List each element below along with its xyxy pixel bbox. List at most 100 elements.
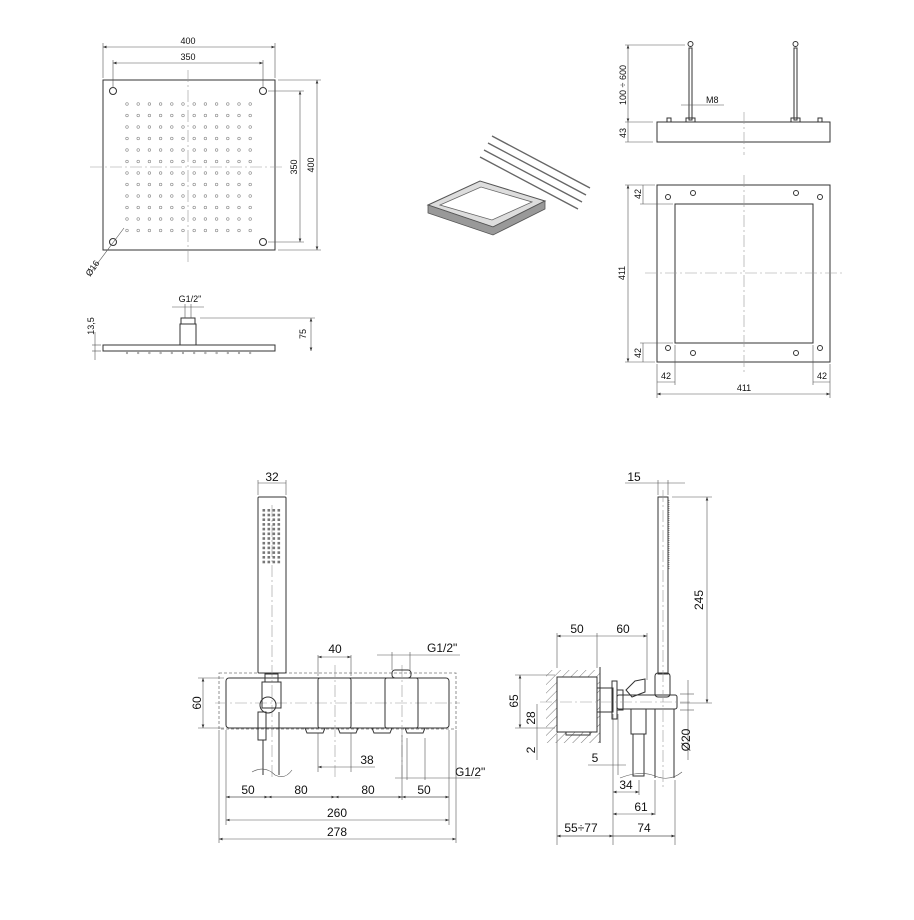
nozzle bbox=[203, 228, 207, 233]
nozzle bbox=[226, 182, 230, 187]
nozzle bbox=[159, 194, 163, 198]
nozzle bbox=[203, 113, 207, 118]
handshower-nozzle bbox=[262, 509, 266, 512]
nozzle bbox=[215, 351, 218, 355]
nozzle bbox=[192, 194, 196, 198]
nozzle bbox=[237, 102, 241, 106]
nozzle bbox=[237, 182, 241, 187]
nozzle bbox=[226, 205, 230, 210]
nozzle bbox=[147, 228, 151, 233]
dim-total-height-75: 75 bbox=[298, 329, 308, 339]
nozzle bbox=[181, 159, 185, 164]
nozzle bbox=[181, 205, 185, 210]
ceiling-frame-side-view: 100 ÷ 600 M8 43 bbox=[618, 41, 831, 155]
handshower-nozzle bbox=[277, 518, 281, 521]
dim-spacing-1: 50 bbox=[241, 783, 255, 797]
nozzle bbox=[170, 351, 173, 355]
nozzle bbox=[136, 205, 140, 210]
nozzle bbox=[226, 194, 230, 198]
nozzle bbox=[159, 125, 163, 129]
nozzle bbox=[248, 148, 252, 152]
dim-61: 61 bbox=[634, 800, 648, 814]
handshower-nozzle bbox=[262, 532, 266, 536]
mixer-front-view: 32 40 G1/2" 60 38 G1/2" 50 80 bbox=[190, 470, 485, 843]
handshower-nozzle bbox=[272, 513, 276, 517]
dim-74: 74 bbox=[637, 821, 651, 835]
handshower-nozzle bbox=[262, 513, 266, 517]
outlets bbox=[304, 727, 426, 734]
handshower-nozzle bbox=[272, 518, 276, 521]
dim-frame-height: 43 bbox=[618, 128, 628, 138]
handshower-nozzle bbox=[267, 532, 271, 536]
nozzle bbox=[147, 159, 151, 164]
nozzle bbox=[125, 217, 129, 221]
handshower-nozzle bbox=[267, 518, 271, 521]
dim-connection-g12: G1/2" bbox=[179, 294, 202, 304]
nozzle bbox=[237, 205, 241, 210]
handshower-nozzle bbox=[272, 551, 276, 554]
nozzle bbox=[237, 194, 241, 198]
nozzle bbox=[125, 228, 129, 233]
nozzle bbox=[237, 171, 241, 175]
nozzle bbox=[203, 102, 207, 106]
nozzle bbox=[136, 125, 140, 129]
dim-height-400: 400 bbox=[306, 157, 316, 172]
nozzle bbox=[125, 102, 129, 106]
nozzle bbox=[159, 228, 163, 233]
dim-top-connection: G1/2" bbox=[427, 641, 457, 655]
nozzle bbox=[125, 205, 129, 210]
dim-projection: 60 bbox=[616, 622, 630, 636]
nozzle bbox=[159, 159, 163, 164]
nozzle bbox=[237, 136, 241, 141]
nozzle bbox=[170, 159, 174, 164]
handshower-nozzles bbox=[262, 509, 281, 564]
nozzle bbox=[148, 351, 151, 355]
dim-spacing-2: 80 bbox=[294, 783, 308, 797]
nozzle bbox=[125, 125, 129, 129]
nozzle-grid bbox=[125, 102, 252, 355]
nozzle bbox=[147, 205, 151, 210]
nozzle bbox=[215, 159, 219, 164]
nozzle bbox=[125, 182, 129, 187]
nozzle bbox=[192, 228, 196, 233]
nozzle bbox=[192, 159, 196, 164]
nozzle bbox=[181, 351, 185, 355]
nozzle bbox=[170, 217, 174, 221]
nozzle bbox=[226, 217, 230, 221]
nozzle bbox=[181, 113, 185, 118]
nozzle bbox=[147, 217, 151, 221]
handshower-nozzle bbox=[267, 513, 271, 517]
handshower-nozzle bbox=[262, 560, 266, 564]
nozzle bbox=[170, 148, 174, 152]
threaded-rods bbox=[666, 41, 823, 123]
nozzle bbox=[181, 182, 185, 187]
nozzle bbox=[248, 102, 252, 106]
nozzle bbox=[136, 228, 140, 233]
nozzle bbox=[181, 102, 185, 106]
handshower-nozzle bbox=[267, 523, 271, 526]
nozzle bbox=[226, 159, 230, 164]
nozzle bbox=[203, 148, 207, 152]
dim-border-left: 42 bbox=[661, 371, 671, 381]
nozzle bbox=[192, 148, 196, 152]
nozzle bbox=[193, 351, 196, 355]
handshower-nozzle bbox=[272, 556, 276, 559]
nozzle bbox=[237, 125, 241, 129]
handshower-nozzle bbox=[277, 551, 281, 554]
nozzle bbox=[237, 148, 241, 152]
nozzle bbox=[248, 205, 252, 210]
dim-34: 34 bbox=[619, 778, 633, 792]
handshower-nozzle bbox=[267, 509, 271, 512]
handshower-nozzle bbox=[272, 560, 276, 564]
nozzle bbox=[215, 194, 219, 198]
dim-width-278: 278 bbox=[327, 825, 347, 839]
nozzle bbox=[215, 217, 219, 221]
dim-handshower-depth: 15 bbox=[627, 470, 641, 484]
nozzle bbox=[159, 182, 163, 187]
nozzle bbox=[159, 136, 163, 141]
nozzle bbox=[125, 159, 129, 164]
dim-rod-length: 100 ÷ 600 bbox=[618, 65, 628, 105]
nozzle bbox=[226, 102, 230, 106]
nozzle bbox=[192, 205, 196, 210]
nozzle bbox=[248, 125, 252, 129]
